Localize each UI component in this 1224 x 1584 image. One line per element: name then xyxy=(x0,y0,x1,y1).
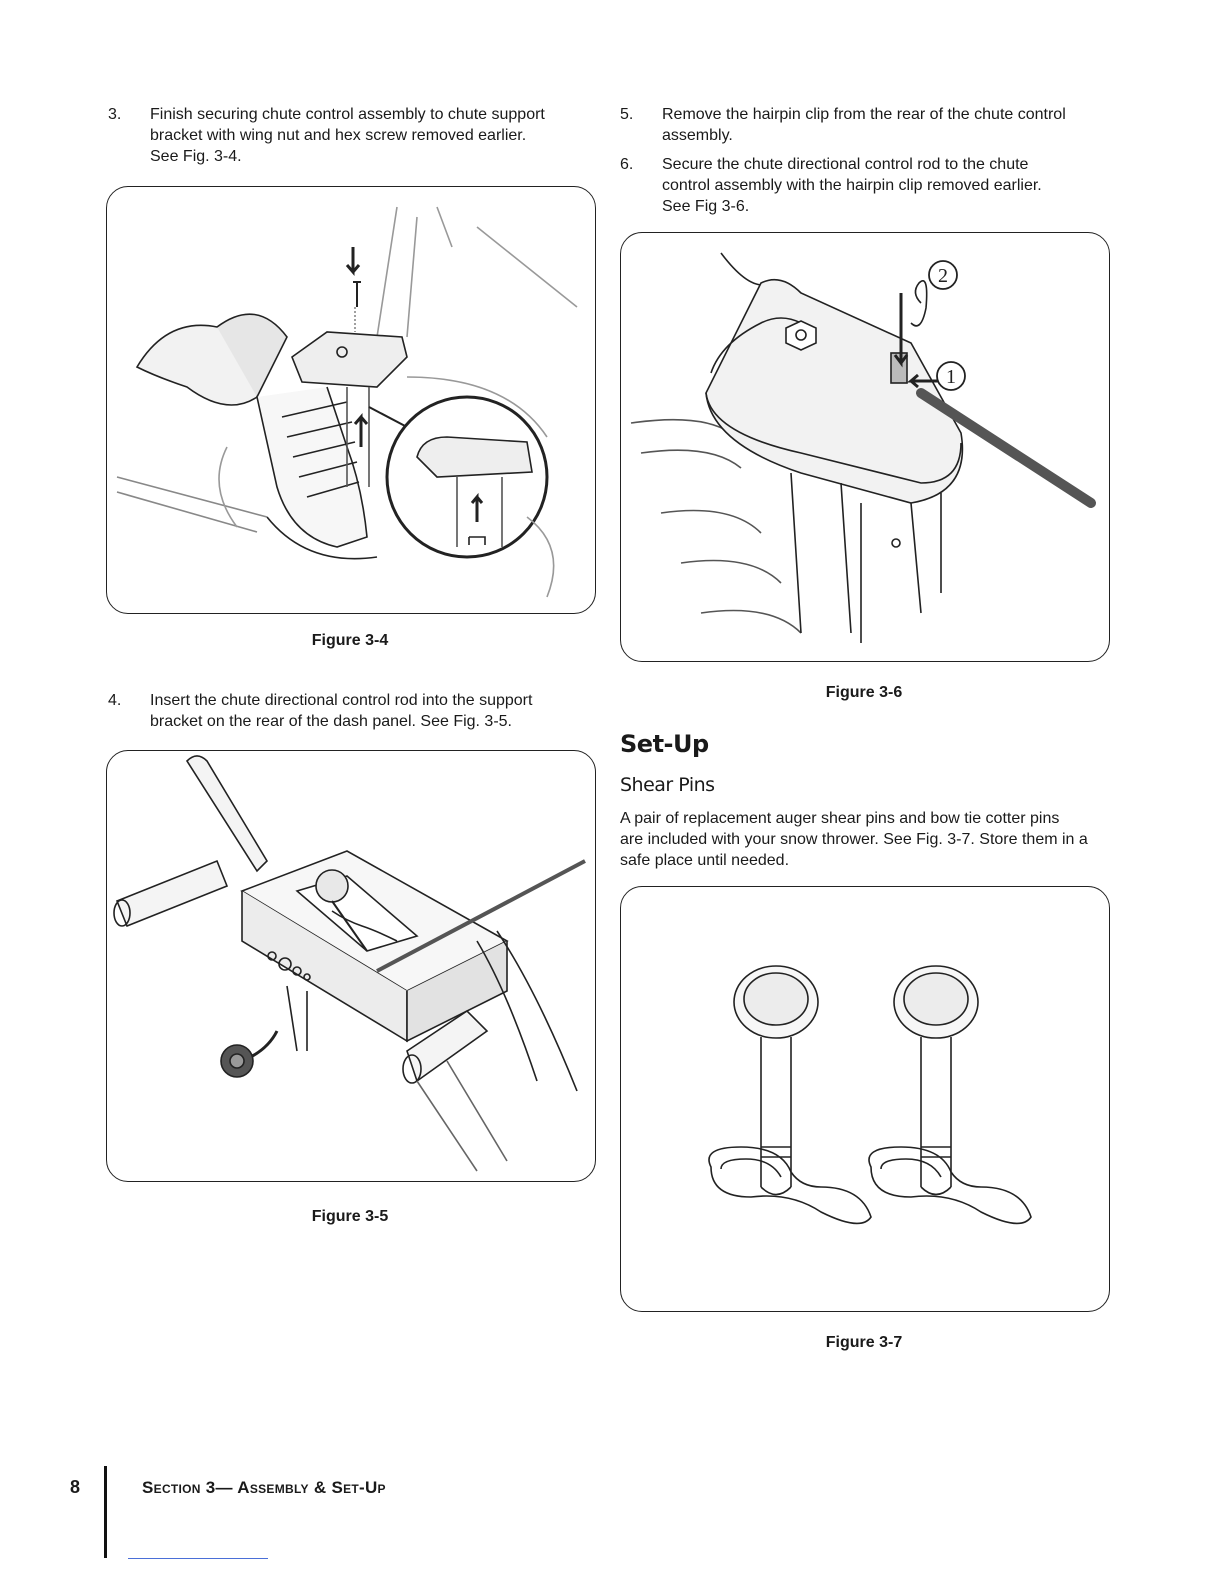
step-text-line: bracket on the rear of the dash panel. S… xyxy=(150,713,512,730)
callout-2: 2 xyxy=(938,265,948,287)
figure-3-6-frame: 2 1 xyxy=(620,232,1110,662)
chute-assembly-illustration xyxy=(116,206,578,598)
step-text-line: control assembly with the hairpin clip r… xyxy=(662,177,1042,194)
step-text-line: Secure the chute directional control rod… xyxy=(662,156,1029,173)
section-heading: Set-Up xyxy=(620,730,709,758)
page-number: 8 xyxy=(70,1477,81,1497)
figure-3-7-caption: Figure 3-7 xyxy=(825,1334,903,1351)
dash-panel-illustration xyxy=(113,755,586,1172)
footer-divider xyxy=(104,1466,107,1558)
figure-3-5-caption: Figure 3-5 xyxy=(311,1208,389,1225)
figure-3-4-caption: Figure 3-4 xyxy=(311,632,389,649)
step-text-line: See Fig. 3-4. xyxy=(150,148,242,165)
paragraph-line: are included with your snow thrower. See… xyxy=(620,831,1088,848)
footer-section-title: Section 3— Assembly & Set-Up xyxy=(142,1478,386,1497)
figure-3-6-caption: Figure 3-6 xyxy=(825,684,903,701)
step-text-line: assembly. xyxy=(662,127,733,144)
hairpin-clip-illustration: 2 1 xyxy=(630,252,1096,643)
step-text-line: Remove the hairpin clip from the rear of… xyxy=(662,106,1066,123)
shear-pins-paragraph: A pair of replacement auger shear pins a… xyxy=(620,808,1110,871)
figure-3-7-frame xyxy=(620,886,1110,1312)
step-number: 3. xyxy=(108,106,122,123)
bottom-rule xyxy=(128,1558,268,1559)
step-number: 5. xyxy=(620,106,634,123)
callout-1: 1 xyxy=(946,366,956,388)
paragraph-line: A pair of replacement auger shear pins a… xyxy=(620,810,1060,827)
step-text-line: bracket with wing nut and hex screw remo… xyxy=(150,127,527,144)
step-text-line: Insert the chute directional control rod… xyxy=(150,692,533,709)
figure-3-5-frame xyxy=(106,750,596,1182)
step-text-line: See Fig 3-6. xyxy=(662,198,750,215)
paragraph-line: safe place until needed. xyxy=(620,852,790,869)
figure-3-4-frame xyxy=(106,186,596,614)
step-number: 6. xyxy=(620,156,634,173)
step-text-line: Finish securing chute control assembly t… xyxy=(150,106,545,123)
subsection-heading: Shear Pins xyxy=(620,774,715,796)
shear-pins-illustration xyxy=(708,965,1032,1225)
step-number: 4. xyxy=(108,692,122,709)
